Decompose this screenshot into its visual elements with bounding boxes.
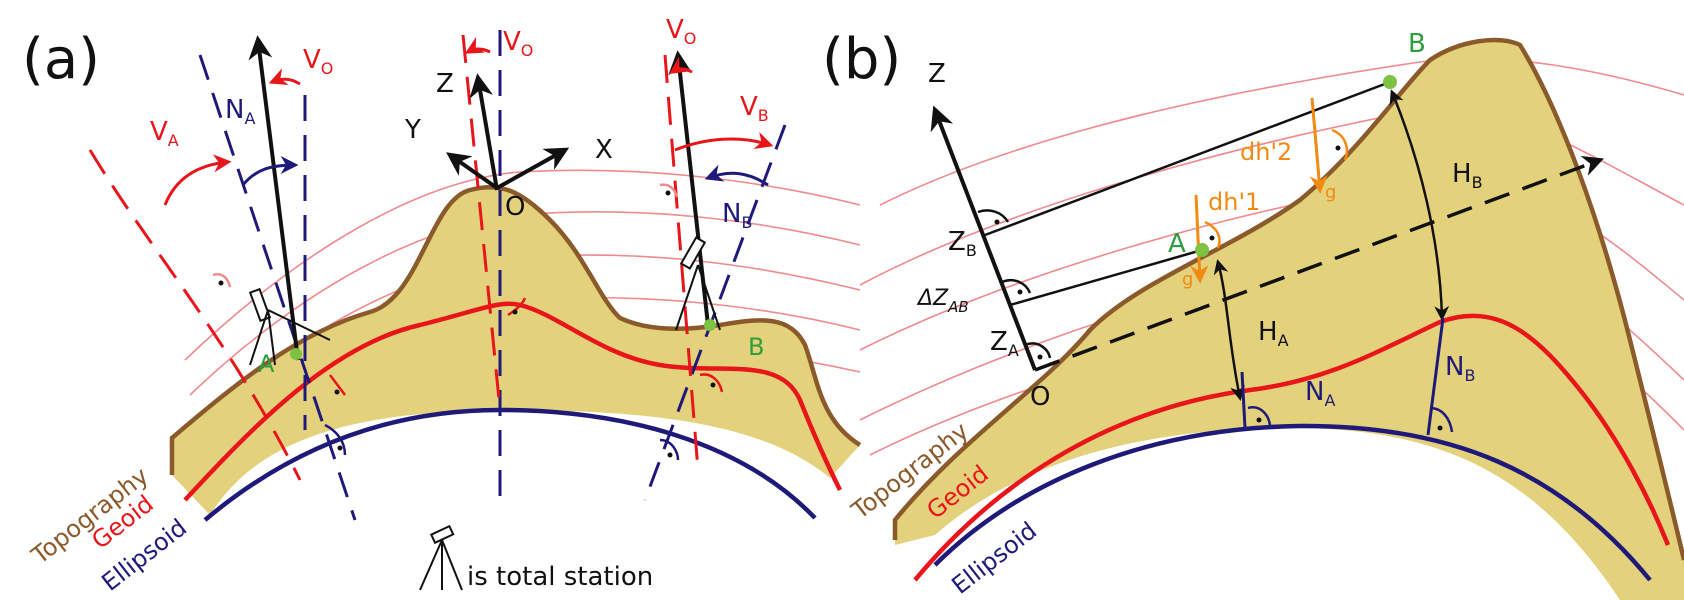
label-dz: ΔZAB (916, 286, 969, 316)
label-z-a: Z (436, 69, 454, 99)
vertical-a (248, 35, 300, 361)
projection-a (1009, 248, 1203, 307)
label-y-a: Y (404, 115, 421, 145)
z-axis-b (930, 105, 1037, 371)
label-x-a: X (595, 135, 613, 165)
ha-arrow (1213, 259, 1245, 401)
label-na: NA (225, 95, 255, 128)
label-nb: NB (722, 199, 752, 232)
point-a-b (1195, 243, 1209, 257)
label-o-a: O (505, 192, 525, 222)
topography-fill-a (172, 187, 860, 516)
dh1-line (1190, 194, 1209, 284)
label-g1: g (1182, 269, 1193, 290)
arc-vo-2 (464, 37, 491, 54)
ellipsoid-curve-b (933, 423, 1652, 582)
right-angle-dots-b (994, 145, 1443, 431)
geoid-curve-a (183, 301, 843, 502)
label-hb: HB (1452, 159, 1483, 192)
label-va: VA (150, 117, 179, 150)
topography-fill-b (895, 40, 1684, 600)
label-point-a: A (258, 350, 275, 378)
label-ha: HA (1258, 317, 1289, 350)
label-z-b: Z (928, 59, 946, 89)
hb-arrow (1389, 89, 1450, 321)
topography-outline-b (892, 37, 1684, 561)
plumb-lines-a (88, 34, 700, 481)
label-na-b: NA (1305, 377, 1335, 410)
arc-vo-1 (268, 68, 301, 86)
label-dh1: dh'1 (1208, 188, 1260, 216)
label-point-b: B (748, 333, 764, 361)
arc-nb (704, 164, 769, 187)
total-station-b (675, 236, 721, 331)
label-vo-2: VO (503, 27, 533, 60)
point-b-a (704, 319, 716, 331)
right-angle-markers-a (212, 183, 724, 461)
panel-a: (a) VO VO VO VA VB NA NB Z Y X O A B Top… (22, 15, 862, 597)
label-o-b: O (1030, 382, 1050, 412)
label-g2: g (1325, 182, 1336, 203)
label-za: ZA (990, 327, 1019, 360)
label-vb: VB (740, 92, 769, 125)
label-dh2: dh'2 (1240, 138, 1292, 166)
arc-va (163, 154, 232, 206)
arc-vo-3 (669, 56, 693, 74)
label-vo-3: VO (666, 15, 696, 48)
label-point-b-b: B (1408, 29, 1426, 59)
arc-na (241, 156, 299, 186)
right-angle-dots-a (218, 190, 716, 458)
total-station-a (248, 287, 331, 366)
label-point-a-b: A (1168, 229, 1186, 259)
label-zb: ZB (948, 227, 977, 260)
label-vo-1: VO (303, 45, 333, 78)
right-angle-markers-b (977, 128, 1454, 433)
na-line (1240, 371, 1247, 429)
arc-vb (674, 131, 774, 152)
panel-b-label: (b) (822, 27, 901, 92)
panel-b: (b) Z ZB ΔZAB ZA O A B dh'2 dh'1 g g HA … (822, 27, 1684, 600)
x-axis-a (496, 147, 570, 190)
panel-a-label: (a) (22, 27, 100, 92)
topography-outline-a (169, 184, 862, 475)
nb-line (1426, 317, 1445, 436)
baseline-b (1034, 156, 1604, 372)
y-axis-a (446, 152, 499, 190)
label-nb-b: NB (1445, 352, 1475, 385)
geoid-curve-b (913, 313, 1671, 582)
z-axis-a (469, 73, 499, 191)
dh2-line (1309, 97, 1328, 194)
point-a-a (290, 348, 302, 360)
point-b-b (1383, 75, 1397, 89)
projection-b (984, 80, 1391, 237)
legend-total-station: is total station (419, 524, 653, 592)
legend-text: is total station (467, 562, 653, 592)
